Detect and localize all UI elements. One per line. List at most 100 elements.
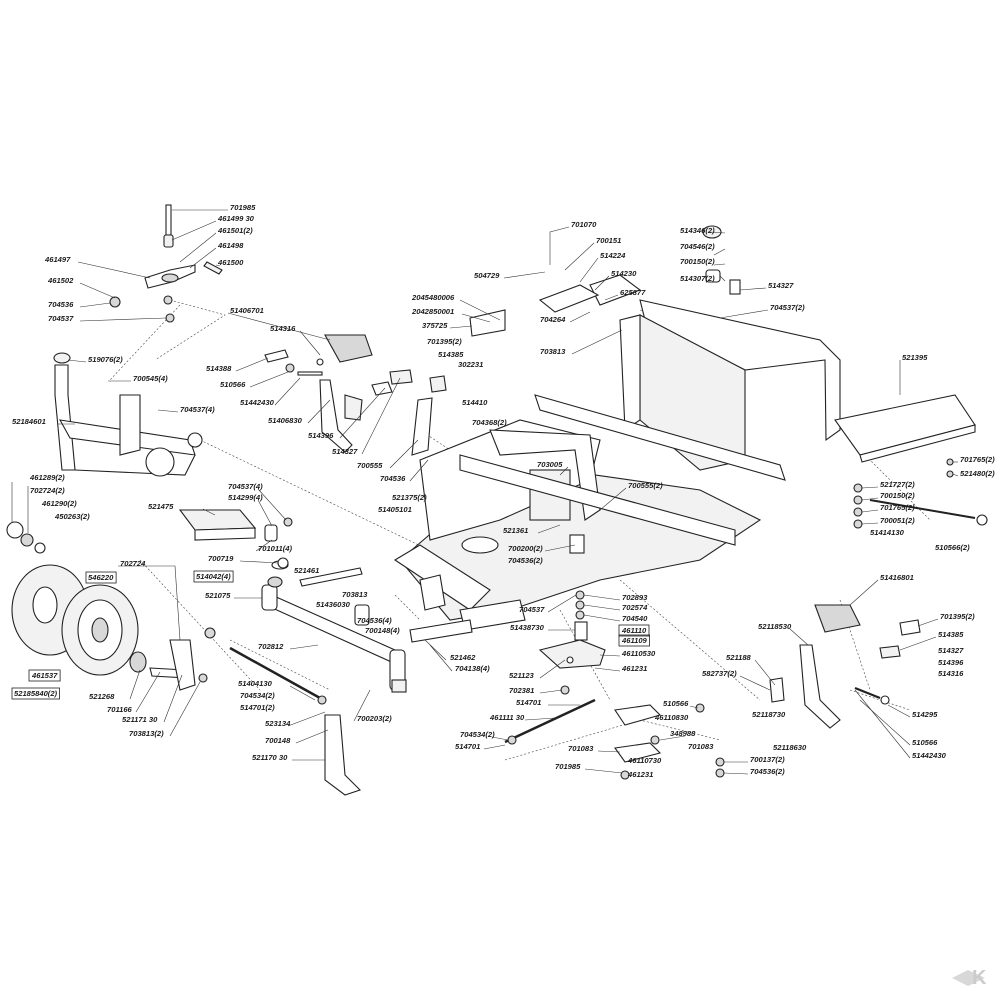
part-label: 514701(2) xyxy=(240,703,275,712)
part-label: 461499 30 xyxy=(217,214,255,223)
part-label: 521171 30 xyxy=(122,715,158,724)
part-label: 701985 xyxy=(555,762,581,771)
part-label: 514385 xyxy=(938,630,964,639)
part-label: 510566 xyxy=(663,699,689,708)
part-label: 2042850001 xyxy=(411,307,454,316)
brand-logo: K xyxy=(952,967,987,989)
left-pedal-assembly xyxy=(264,334,447,456)
part-label: 514346(2) xyxy=(680,226,715,235)
part-label: 514327 xyxy=(332,447,358,456)
part-label: 2045480006 xyxy=(411,293,455,302)
part-label: 514327 xyxy=(768,281,794,290)
part-label: 625877 xyxy=(620,288,646,297)
part-label: 302231 xyxy=(458,360,483,369)
part-label: 700555(2) xyxy=(628,481,663,490)
part-label: 461500 xyxy=(217,258,244,267)
part-label-box xyxy=(193,570,234,583)
part-label: 461501(2) xyxy=(217,226,253,235)
part-label: 521375(2) xyxy=(392,493,427,502)
part-label: 704540 xyxy=(622,614,648,623)
part-label: 461110 xyxy=(621,626,647,635)
part-label: 701083 xyxy=(688,742,714,751)
part-label: 701765(2) xyxy=(960,455,995,464)
part-label: 521475 xyxy=(148,502,174,511)
part-label: 704534(2) xyxy=(460,730,495,739)
part-label: 704264 xyxy=(540,315,566,324)
part-label: 46110530 xyxy=(621,649,656,658)
part-label: 46110830 xyxy=(654,713,689,722)
part-label-box xyxy=(618,624,650,637)
part-label: 51442430 xyxy=(240,398,275,407)
part-label: 700555 xyxy=(357,461,383,470)
part-label: 52118730 xyxy=(752,710,786,719)
part-label: 701011(4) xyxy=(258,544,293,553)
part-label: 702893 xyxy=(622,593,648,602)
front-axle xyxy=(169,560,407,796)
part-label: 51404130 xyxy=(238,679,273,688)
part-label: 704138(4) xyxy=(455,664,490,673)
part-label: 514307(2) xyxy=(680,274,715,283)
part-label: 514410 xyxy=(462,398,488,407)
part-label: 701765(2) xyxy=(880,503,915,512)
part-label: 461231 xyxy=(627,770,653,779)
part-label: 546220 xyxy=(88,573,114,582)
part-label: 51438730 xyxy=(510,623,545,632)
part-label: 521480(2) xyxy=(960,469,995,478)
part-label: 514295 xyxy=(912,710,938,719)
part-label: 51405101 xyxy=(378,505,412,514)
part-label: 704536(4) xyxy=(357,616,392,625)
part-label: 521188 xyxy=(726,653,752,662)
front-bumper xyxy=(53,352,203,477)
part-label: 521268 xyxy=(89,692,115,701)
part-label: 704536 xyxy=(48,300,74,309)
part-label: 51414130 xyxy=(870,528,905,537)
part-label: 514396 xyxy=(308,431,334,440)
steering-sector xyxy=(504,590,606,745)
part-label: 703813 xyxy=(540,347,566,356)
part-label: 704537(2) xyxy=(770,303,805,312)
part-label: 510566(2) xyxy=(935,543,970,552)
part-label: 702724 xyxy=(120,559,146,568)
part-label: 703005 xyxy=(537,460,563,469)
part-label: 514224 xyxy=(600,251,626,260)
part-label: 514042(4) xyxy=(196,572,231,581)
part-label: 514396 xyxy=(938,658,964,667)
part-label-box xyxy=(85,571,117,584)
part-label: 461231 xyxy=(621,664,647,673)
logo-letter: K xyxy=(972,967,987,989)
part-label: 514327 xyxy=(938,646,964,655)
part-label: 461497 xyxy=(44,255,71,264)
part-label: 521170 30 xyxy=(252,753,288,762)
part-label: 514701 xyxy=(455,742,480,751)
part-label: 348988 xyxy=(670,729,696,738)
part-label: 704368(2) xyxy=(472,418,507,427)
part-label: 461290(2) xyxy=(41,499,77,508)
part-label: 521395 xyxy=(902,353,928,362)
part-label: 700150(2) xyxy=(680,257,715,266)
part-label: 582737(2) xyxy=(702,669,737,678)
part-label: 514385 xyxy=(438,350,464,359)
part-label: 704536 xyxy=(380,474,406,483)
part-label: 51406830 xyxy=(268,416,303,425)
part-label: 514299(4) xyxy=(228,493,263,502)
part-label: 51442430 xyxy=(912,751,947,760)
part-label: 700151 xyxy=(596,236,621,245)
logo-arrow-icon xyxy=(952,970,985,986)
part-label: 702574 xyxy=(622,603,648,612)
part-label: 375725 xyxy=(422,321,448,330)
part-label: 521461 xyxy=(294,566,319,575)
part-label: 514701 xyxy=(516,698,541,707)
part-label: 461109 xyxy=(621,636,648,645)
part-label: 514316 xyxy=(270,324,296,333)
part-label: 521075 xyxy=(205,591,231,600)
right-pedal-assembly xyxy=(614,604,921,780)
part-label: 700148 xyxy=(265,736,291,745)
part-label: 51436030 xyxy=(316,600,351,609)
part-label: 700203(2) xyxy=(357,714,392,723)
part-label: 523134 xyxy=(265,719,291,728)
part-label: 514388 xyxy=(206,364,232,373)
part-label: 510566 xyxy=(912,738,938,747)
part-label: 521361 xyxy=(503,526,528,535)
